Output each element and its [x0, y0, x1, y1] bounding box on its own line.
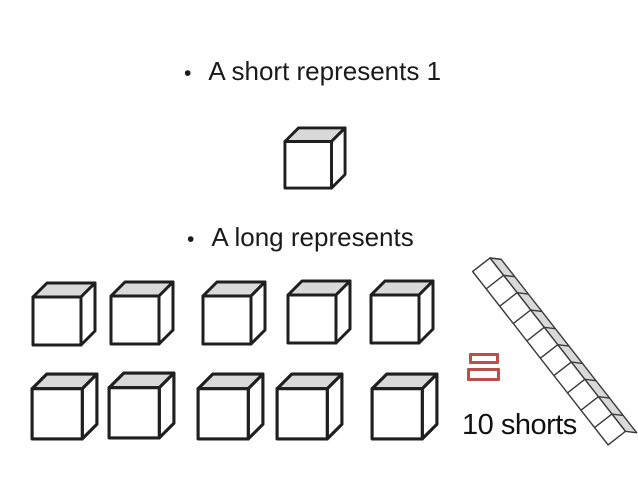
rod-front-divider [567, 378, 586, 394]
short-cube [286, 279, 352, 345]
bullet-icon: • [184, 62, 192, 85]
rod-strip-divider [517, 291, 529, 295]
cube-front-face [201, 294, 253, 346]
short-cube [369, 279, 435, 345]
equals-bar-top [469, 353, 499, 364]
equals-bar-bottom [467, 368, 500, 381]
short-cube [370, 372, 439, 441]
bullet-text-short: A short represents 1 [208, 56, 442, 86]
rod-strip-divider [544, 326, 556, 330]
rod-strip-divider [503, 274, 515, 278]
rod-front-divider [526, 326, 545, 342]
cube-front-face [107, 386, 161, 440]
short-cube [30, 372, 99, 441]
short-cube [201, 280, 267, 346]
rod-front-divider [580, 396, 599, 411]
bullet-line-long: • A long represents [187, 221, 414, 256]
caption-10-shorts: 10 shorts [462, 409, 577, 441]
rod-front-divider [553, 361, 572, 377]
cube-front-face [369, 293, 421, 345]
rod-front-divider [594, 413, 613, 429]
short-cube [31, 281, 97, 347]
short-cube [196, 372, 265, 441]
cube-front-face [196, 387, 250, 441]
cube-front-face [286, 293, 338, 345]
equals-icon [467, 353, 500, 381]
cube-front-face [275, 387, 329, 441]
rod-strip-divider [557, 343, 570, 347]
cube-front-face [109, 294, 161, 346]
rod-front-divider [512, 309, 532, 325]
cube-front-face [30, 387, 84, 441]
cube-front-face [283, 140, 333, 190]
short-cube-example [283, 126, 347, 190]
short-cube [275, 372, 344, 441]
short-cube [107, 371, 176, 440]
long-rod-icon [471, 257, 638, 446]
rod-front-divider [539, 344, 559, 359]
rod-strip-divider [530, 309, 542, 313]
rod-strip-divider [584, 378, 597, 382]
short-cube [109, 280, 175, 346]
bullet-text-long: A long represents [211, 222, 414, 252]
cube-front-face [370, 387, 424, 441]
rod-front-divider [499, 292, 518, 307]
long-rod-group [471, 257, 638, 446]
bullet-icon: • [187, 228, 195, 251]
bullet-line-short: • A short represents 1 [184, 55, 441, 90]
rod-strip-divider [611, 413, 624, 417]
cube-front-face [31, 295, 83, 347]
rod-strip-divider [571, 361, 583, 365]
rod-strip-divider [598, 395, 610, 399]
rod-front-divider [485, 274, 504, 290]
